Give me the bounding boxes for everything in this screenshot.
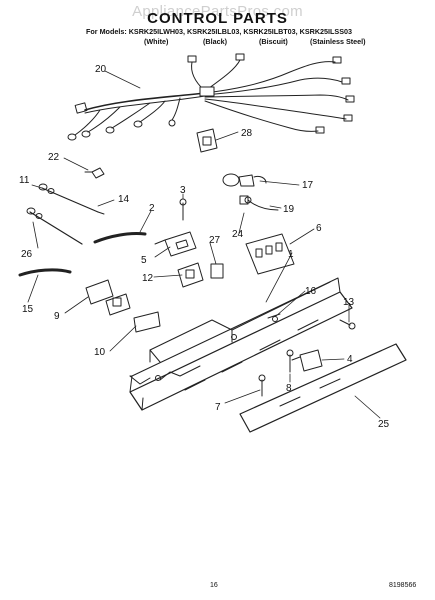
callout-19: 19 xyxy=(283,204,295,215)
page-number: 16 xyxy=(210,582,218,589)
part-10-label xyxy=(133,311,161,333)
part-6-control-board xyxy=(245,233,295,275)
callout-25: 25 xyxy=(378,419,390,430)
callout-10: 10 xyxy=(94,347,106,358)
watermark: AppliancePartsPros.com xyxy=(132,3,303,20)
callout-26: 26 xyxy=(21,249,33,260)
callout-27: 27 xyxy=(209,235,221,246)
callout-24: 24 xyxy=(232,229,244,240)
leader-lines xyxy=(27,70,381,419)
callout-14: 14 xyxy=(118,194,130,205)
callout-2: 2 xyxy=(149,203,155,214)
callout-16: 16 xyxy=(305,286,317,297)
finish-biscuit: (Biscuit) xyxy=(259,37,288,46)
callout-8: 8 xyxy=(286,383,292,394)
finish-stainless: (Stainless Steel) xyxy=(310,37,366,46)
part-11-sensor xyxy=(38,183,105,215)
callout-22: 22 xyxy=(48,152,60,163)
callout-6: 6 xyxy=(316,223,322,234)
callout-3: 3 xyxy=(180,185,186,196)
part-25-trim xyxy=(239,343,407,433)
diagram-title: CONTROL PARTS xyxy=(147,10,288,27)
callout-labels: 20 28 22 11 14 3 2 17 19 24 6 27 26 5 12… xyxy=(19,64,390,430)
callout-12: 12 xyxy=(142,273,154,284)
part-wiring-harness xyxy=(67,53,355,141)
part-8-screw xyxy=(286,349,294,373)
callout-9: 9 xyxy=(54,311,60,322)
callout-11: 11 xyxy=(19,175,30,186)
finish-white: (White) xyxy=(144,37,169,46)
part-12-switch xyxy=(177,262,204,288)
callout-28: 28 xyxy=(241,128,253,139)
part-28-plate xyxy=(196,128,218,153)
part-2-tube xyxy=(93,232,147,244)
part-27-label xyxy=(210,263,224,279)
part-7-screw xyxy=(258,374,266,397)
part-15-tube xyxy=(18,268,72,277)
callout-1: 1 xyxy=(288,249,294,260)
finish-black: (Black) xyxy=(203,37,227,46)
callout-20: 20 xyxy=(95,64,107,75)
models-line: For Models: KSRK25ILWH03, KSRK25ILBL03, … xyxy=(86,27,353,36)
callout-17: 17 xyxy=(302,180,314,191)
document-number: 8198566 xyxy=(389,582,417,589)
part-13-screw xyxy=(339,319,356,330)
callout-4: 4 xyxy=(347,354,353,365)
callout-5: 5 xyxy=(141,255,147,266)
part-17-bulb-socket xyxy=(222,173,267,187)
part-26-sensor xyxy=(26,207,83,245)
part-22-clip xyxy=(84,167,105,179)
callout-7: 7 xyxy=(215,402,221,413)
part-9-switch xyxy=(85,279,131,316)
part-4-switch xyxy=(291,349,323,372)
part-3-screw xyxy=(179,198,187,221)
part-5-control xyxy=(154,231,197,257)
part-1-control-housing xyxy=(129,277,353,411)
callout-15: 15 xyxy=(22,304,34,315)
part-19-socket xyxy=(239,195,279,211)
callout-13: 13 xyxy=(343,297,355,308)
